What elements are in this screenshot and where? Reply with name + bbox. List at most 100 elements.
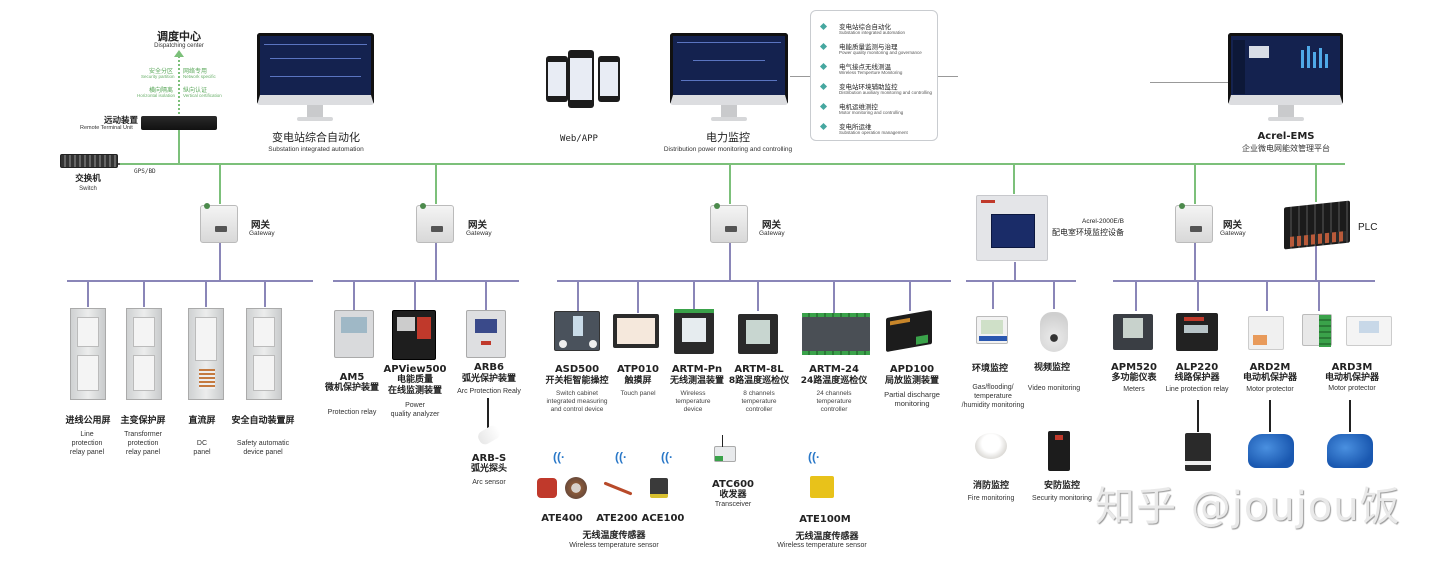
gateway-2-image <box>416 203 454 243</box>
diamond-bullet-icon <box>819 22 828 31</box>
feature-subtitle: Wireless Temperture Monitoring <box>839 70 903 75</box>
ard3m-to-motor <box>1349 400 1351 432</box>
rtu-label-en: Remote Terminal Unit <box>80 125 133 131</box>
apm520-image <box>1113 314 1153 350</box>
diamond-bullet-icon <box>819 102 828 111</box>
arb6-to-sensor <box>487 398 489 428</box>
arb6-desc: Arc Protection Realy <box>457 388 521 395</box>
ems-connector <box>1150 82 1230 83</box>
artm-8l-image <box>738 314 778 354</box>
drop-alp220 <box>1197 281 1199 311</box>
field-bus-4 <box>966 280 1076 282</box>
ard3m-green-module-image <box>1302 314 1332 347</box>
security-note-1: 安全分区 <box>149 69 174 75</box>
gateway-4-label-en: Gateway <box>1220 230 1246 237</box>
panel-3-title: 直流屏 <box>188 416 216 426</box>
feature-subtitle: Power quality monitoring and governance <box>839 50 922 55</box>
drop-p4 <box>264 281 266 307</box>
security-keypad-image <box>1048 431 1070 471</box>
drop-env-device <box>1013 164 1015 194</box>
feature-title: 变电站环境辅助监控 <box>839 83 898 91</box>
power-monitoring-title: 电力监控 <box>706 131 750 144</box>
apview500-model: APView500 <box>383 364 447 375</box>
diamond-bullet-icon <box>819 42 828 51</box>
drop-apview <box>414 281 416 311</box>
feature-subtitle: Distribution auxiliary monitoring and co… <box>839 90 933 95</box>
atc600-desc: Transceiver <box>714 501 752 508</box>
artm-24-title: 24路温度巡检仪 <box>800 376 868 386</box>
drop-asd500 <box>577 281 579 311</box>
motor-2-image <box>1327 434 1373 468</box>
switch-label-en: Switch <box>79 186 97 192</box>
drop-env <box>992 281 994 309</box>
drop-artm24 <box>833 281 835 313</box>
feature-connector-left <box>790 76 810 77</box>
diamond-bullet-icon <box>819 62 828 71</box>
drop-ard2m <box>1266 281 1268 311</box>
power-monitoring-monitor <box>670 33 788 128</box>
drop-gateway-3 <box>729 164 731 204</box>
video-monitoring-title: 视频监控 <box>1033 363 1071 373</box>
panel-2-title: 主变保护屏 <box>120 416 166 426</box>
artm-24-image <box>802 313 870 355</box>
switch-device-image <box>60 154 118 168</box>
security-note-2-en: Network specific <box>183 74 216 79</box>
artm-8l-model: ARTM-8L <box>734 364 784 375</box>
ard2m-image <box>1248 316 1284 350</box>
wifi-icon: ((· <box>661 450 673 464</box>
apm520-model: APM520 <box>1111 362 1157 373</box>
asd500-title: 开关柜智能操控 <box>545 376 609 386</box>
feature-title: 变电站综合自动化 <box>839 23 891 31</box>
main-ethernet-bus <box>118 163 1345 165</box>
dispatch-center-subtitle: Dispatching center <box>154 43 204 49</box>
security-monitoring-title: 安防监控 <box>1043 481 1081 491</box>
gw1-down <box>219 243 221 281</box>
asd500-model: ASD500 <box>554 364 600 375</box>
ard3m-title: 电动机保护器 <box>1324 373 1380 383</box>
smoke-detector-image <box>975 433 1007 459</box>
fire-monitoring-desc: Fire monitoring <box>967 495 1015 502</box>
apd100-title: 局放监测装置 <box>884 376 940 386</box>
gateway-3-label: 网关 <box>762 220 782 231</box>
am5-desc: Protection relay <box>327 409 377 416</box>
panel-3-image <box>188 308 224 400</box>
alp220-title: 线路保护器 <box>1174 373 1220 383</box>
panel-1-image <box>70 308 106 400</box>
gateway-4-image <box>1175 203 1213 243</box>
artm-8l-title: 8路温度巡检仪 <box>728 376 790 386</box>
drop-atp010 <box>637 281 639 313</box>
ard2m-to-motor <box>1269 400 1271 432</box>
gateway-1-label: 网关 <box>251 220 271 231</box>
alp220-to-breaker <box>1197 400 1199 432</box>
security-note-4: 纵向认证 <box>183 88 208 94</box>
atp010-title: 触摸屏 <box>624 376 652 386</box>
gateway-2-label-en: Gateway <box>466 230 492 237</box>
substation-automation-monitor <box>257 33 374 128</box>
ard3m-desc: Motor protector <box>1328 385 1376 392</box>
am5-model: AM5 <box>339 372 365 383</box>
artm-pn-image <box>674 309 714 354</box>
dispatch-center-title: 调度中心 <box>157 30 201 43</box>
rtu-device-image <box>141 116 217 130</box>
am5-title: 微机保护装置 <box>324 383 380 393</box>
video-monitoring-desc: Video monitoring <box>1027 385 1081 392</box>
wifi-icon: ((· <box>808 450 820 464</box>
field-bus-1 <box>67 280 313 282</box>
drop-am5 <box>353 281 355 311</box>
drop-ard3m <box>1318 281 1320 311</box>
feature-subtitle: Substation operation management <box>839 130 908 135</box>
atc600-title: 收发器 <box>719 490 747 500</box>
ate200-model: ATE200 <box>596 513 638 524</box>
alp220-model: ALP220 <box>1175 362 1219 373</box>
security-monitoring-desc: Security monitoring <box>1032 495 1092 502</box>
ate400-image-1 <box>537 478 557 498</box>
drop-plc <box>1315 164 1317 202</box>
artm-pn-model: ARTM-Pn <box>671 364 723 375</box>
atc600-image <box>714 446 736 462</box>
gw4-down <box>1194 243 1196 281</box>
